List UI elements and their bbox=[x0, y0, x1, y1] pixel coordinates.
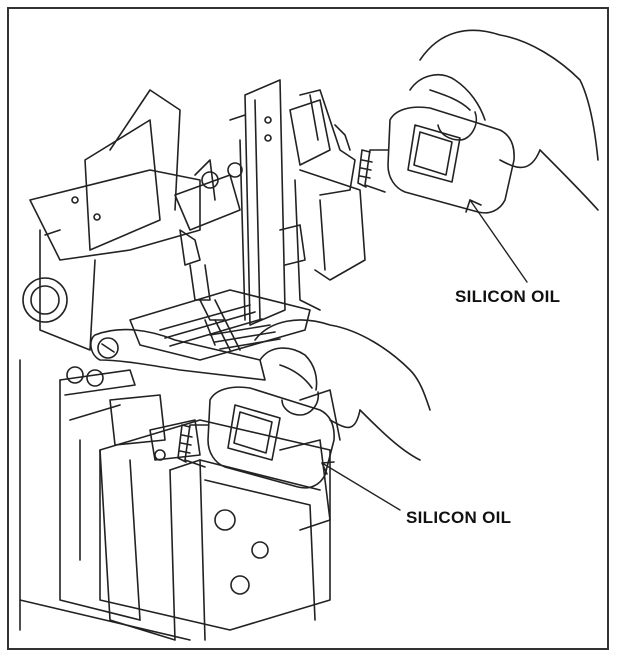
upper-housing bbox=[229, 79, 366, 326]
lower-bed bbox=[69, 389, 341, 641]
upper-callout-leader bbox=[469, 199, 528, 283]
machine-body bbox=[19, 89, 201, 641]
diagram-frame bbox=[7, 7, 609, 650]
lower-hand-icon bbox=[254, 319, 431, 461]
lower-callout-arrowhead bbox=[321, 461, 335, 475]
upper-hand-icon bbox=[409, 29, 599, 211]
oil-bottle-icon bbox=[357, 106, 515, 214]
upper-silicon-oil-label: SILICON OIL bbox=[455, 287, 561, 306]
oil-bottle-icon bbox=[177, 386, 335, 489]
needle-bar-assembly bbox=[174, 159, 243, 351]
presser-foot-arm bbox=[59, 328, 266, 396]
lower-silicon-oil-label: SILICON OIL bbox=[406, 508, 512, 527]
upper-callout-arrowhead bbox=[465, 199, 482, 213]
needle-plate bbox=[129, 289, 311, 361]
lower-callout-leader bbox=[321, 462, 401, 511]
